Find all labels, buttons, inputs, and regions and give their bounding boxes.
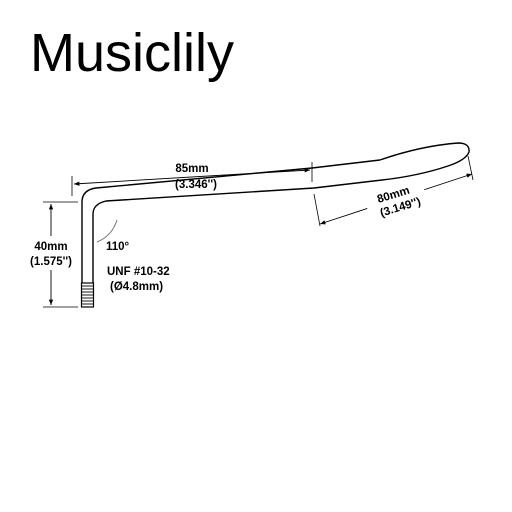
brand-title: Musiclily (30, 23, 235, 83)
arm-outline (81, 142, 470, 283)
dim-length-metric: 85mm (175, 163, 208, 175)
angle-arc (96, 219, 118, 243)
thread-spec: UNF #10-32 (107, 266, 170, 278)
angle-label: 110° (106, 241, 130, 253)
thread-diameter: (Ø4.8mm) (110, 281, 163, 293)
dim-height-imperial: (1.575'') (30, 256, 72, 268)
dimension-length (71, 162, 313, 196)
dim-length-imperial: (3.346'') (175, 179, 217, 191)
dim-height-metric: 40mm (34, 241, 67, 253)
threaded-tip (80, 282, 95, 308)
